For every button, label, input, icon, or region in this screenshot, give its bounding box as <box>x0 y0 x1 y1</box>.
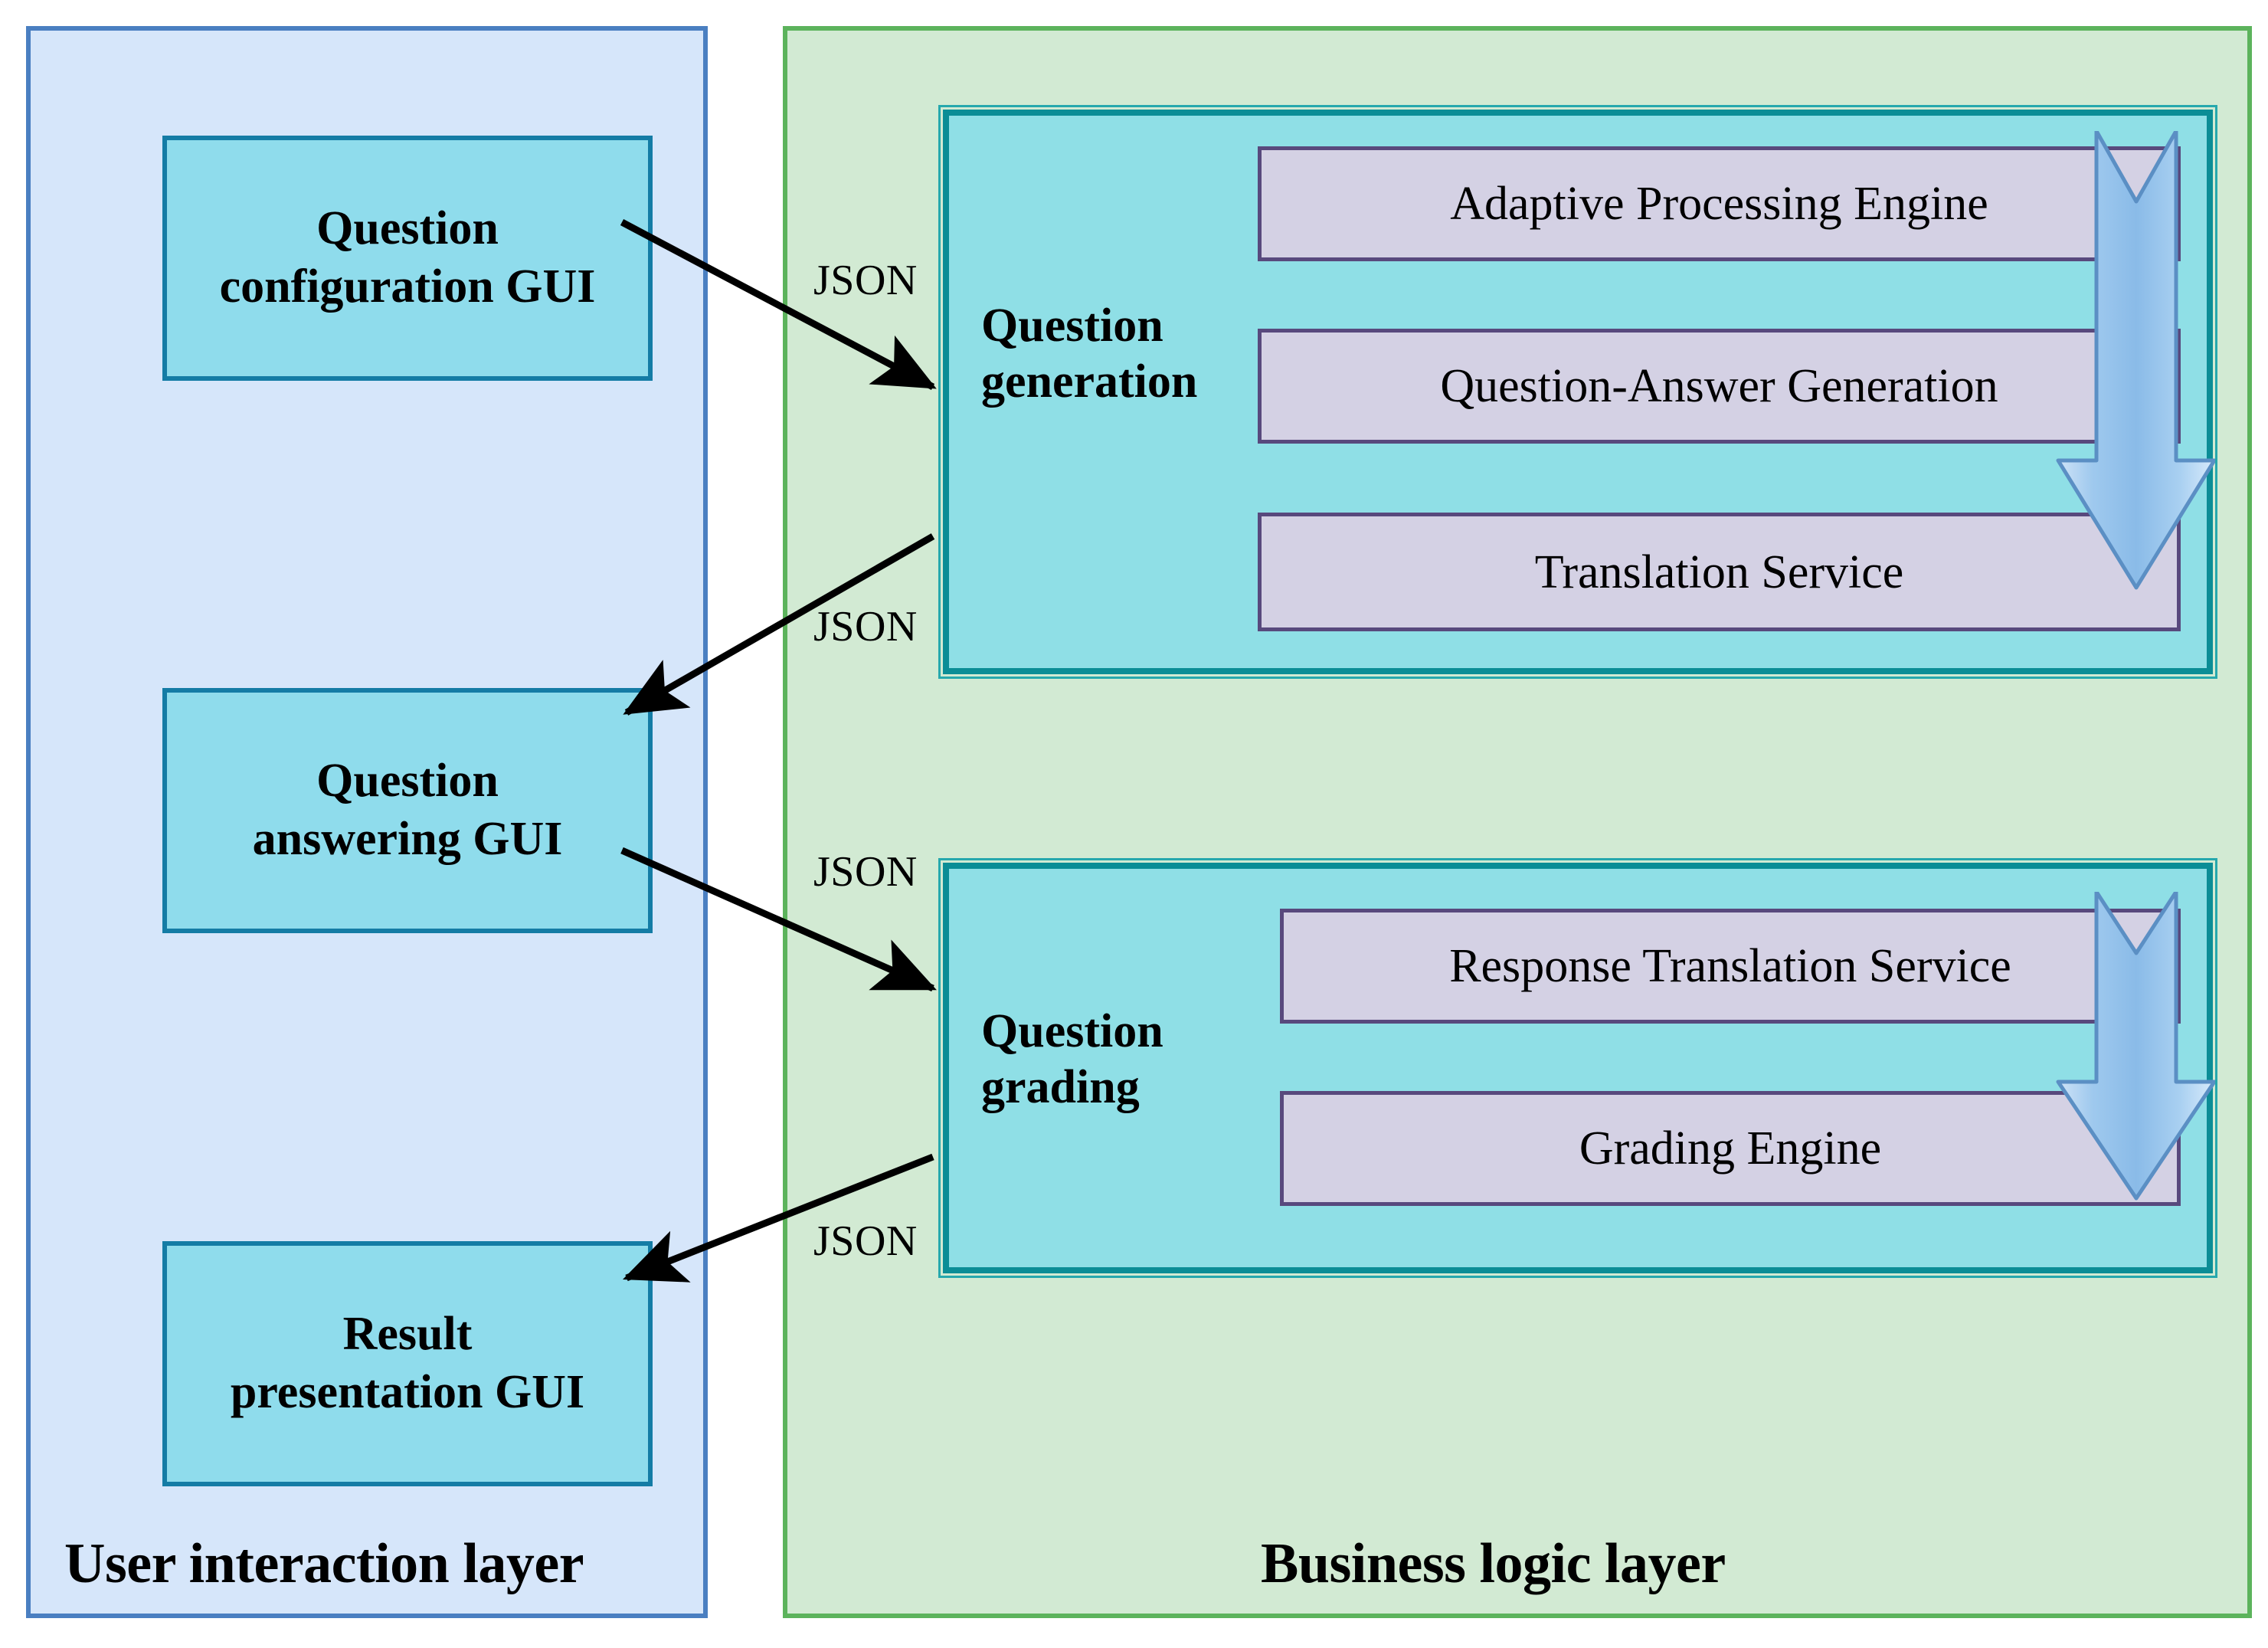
service-row-adaptive-processing-engine[interactable]: Adaptive Processing Engine <box>1258 146 2181 261</box>
json-label-config-to-generation: JSON <box>813 257 918 304</box>
service-row-label: Question-Answer Generation <box>1440 360 1998 412</box>
business-logic-layer-panel: Question generation Adaptive Processing … <box>783 26 2252 1618</box>
service-row-label: Response Translation Service <box>1449 940 2011 992</box>
service-row-grading-engine[interactable]: Grading Engine <box>1280 1091 2181 1206</box>
json-label-generation-to-answering: JSON <box>813 603 918 650</box>
json-label-grading-to-result: JSON <box>813 1217 918 1265</box>
question-grading-title: Question grading <box>981 1005 1163 1114</box>
question-answering-gui-label: Question answering GUI <box>252 755 563 865</box>
question-answering-gui-box[interactable]: Question answering GUI <box>162 688 653 933</box>
service-row-label: Translation Service <box>1534 546 1904 598</box>
service-row-label: Adaptive Processing Engine <box>1450 178 1988 230</box>
question-configuration-gui-box[interactable]: Question configuration GUI <box>162 136 653 381</box>
question-configuration-gui-label: Question configuration GUI <box>219 202 596 313</box>
json-label-answering-to-grading: JSON <box>813 848 918 896</box>
service-row-response-translation-service[interactable]: Response Translation Service <box>1280 909 2181 1024</box>
question-generation-title: Question generation <box>981 300 1198 408</box>
result-presentation-gui-label: Result presentation GUI <box>230 1308 585 1418</box>
service-row-translation-service[interactable]: Translation Service <box>1258 513 2181 631</box>
question-grading-block[interactable]: Question grading Response Translation Se… <box>938 858 2217 1278</box>
business-logic-layer-caption: Business logic layer <box>1261 1532 1726 1595</box>
service-row-label: Grading Engine <box>1579 1122 1882 1175</box>
result-presentation-gui-box[interactable]: Result presentation GUI <box>162 1241 653 1486</box>
question-generation-block[interactable]: Question generation Adaptive Processing … <box>938 105 2217 679</box>
user-interaction-layer-caption: User interaction layer <box>64 1532 584 1595</box>
service-row-question-answer-generation[interactable]: Question-Answer Generation <box>1258 329 2181 444</box>
user-interaction-layer-panel: Question configuration GUI Question answ… <box>26 26 708 1618</box>
